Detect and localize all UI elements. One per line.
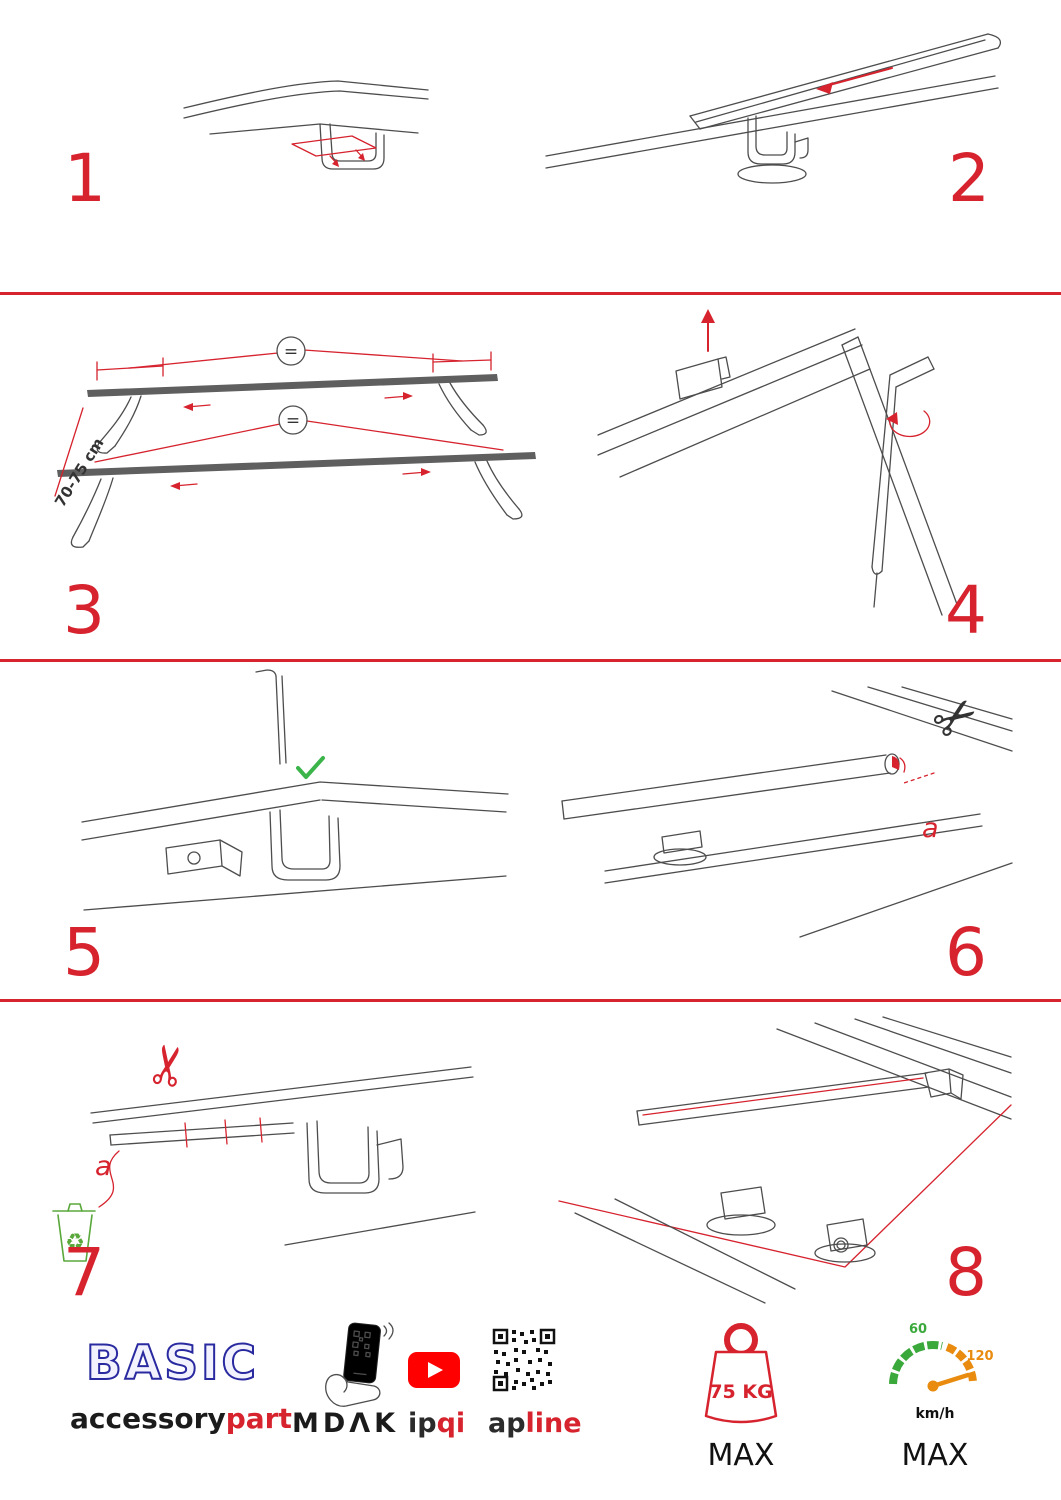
scissors-icon: ✂ [921, 682, 991, 756]
slide-arrow [816, 67, 893, 94]
section-divider [0, 292, 1061, 295]
strip-highlight [642, 1077, 924, 1116]
speed-low-label: 60 [909, 1322, 927, 1337]
scissors-icon: ✂ [134, 1038, 204, 1094]
cut-piece-label: a [95, 1151, 112, 1182]
recycle-icon: ♻ [65, 1230, 85, 1255]
ap-text: ap [488, 1408, 526, 1439]
line-text: line [525, 1408, 582, 1439]
youtube-icon [408, 1352, 460, 1388]
mdak-logo: MDΛK [292, 1408, 400, 1439]
speed-high-label: 120 [966, 1349, 993, 1364]
phone-qr-scan-icon [325, 1322, 394, 1407]
equals-badge-top [276, 336, 306, 366]
rotate-arrow [886, 410, 931, 438]
strip-end-highlight [892, 756, 900, 770]
step-1-number: 1 [64, 140, 106, 217]
equals-bottom-label: = [286, 411, 300, 431]
step-6-number: 6 [945, 914, 987, 991]
equals-badge-bottom [278, 405, 308, 435]
apline-logo: apline [488, 1408, 582, 1439]
speed-max-label: MAX [901, 1438, 969, 1473]
step-1-drawing [183, 80, 429, 170]
step-3-drawing: = = 70-75 cm [51, 336, 536, 548]
dimension-marks [54, 349, 504, 497]
step-5-number: 5 [63, 914, 105, 991]
section-divider [0, 659, 1061, 662]
rubber-pad-highlight [291, 135, 377, 167]
qr-code-icon [492, 1328, 556, 1392]
step-4-drawing [597, 309, 959, 616]
weight-max-label: MAX [707, 1438, 775, 1473]
step-6-drawing: ✂ a [561, 682, 1013, 938]
basic-logo: BASIC [85, 1335, 260, 1392]
cut-marks [184, 1117, 263, 1148]
step-2-drawing [545, 33, 1002, 184]
checkmark-icon [296, 756, 325, 779]
step-4-number: 4 [945, 572, 987, 649]
qi-text: qi [436, 1408, 466, 1439]
weight-value-label: 75 KG [709, 1381, 772, 1403]
step-7-number: 7 [63, 1234, 105, 1311]
weight-limit-icon: 75 KG [704, 1323, 778, 1424]
ip-text: ip [408, 1408, 437, 1439]
insert-arrow [701, 309, 715, 352]
accessorypart-logo: accessorypart [70, 1402, 292, 1435]
accessory-text: accessory [70, 1402, 226, 1435]
alignment-guides [558, 1104, 1012, 1268]
step-2-number: 2 [948, 140, 990, 217]
part-text: part [225, 1402, 292, 1435]
equals-top-label: = [284, 342, 298, 362]
trash-bin-icon: ♻ [52, 1203, 96, 1262]
step-8-drawing [558, 1016, 1012, 1304]
section-divider [0, 999, 1061, 1002]
step-5-drawing [81, 669, 509, 911]
ipqi-logo: ipqi [408, 1408, 465, 1439]
speed-unit-label: km/h [915, 1406, 955, 1422]
step-7-drawing: ✂ a ♻ [52, 1038, 476, 1262]
step-3-number: 3 [63, 572, 105, 649]
step-8-number: 8 [945, 1234, 987, 1311]
speed-limit-icon: 60 120 [889, 1322, 994, 1392]
cut-point-label: a [922, 813, 939, 844]
